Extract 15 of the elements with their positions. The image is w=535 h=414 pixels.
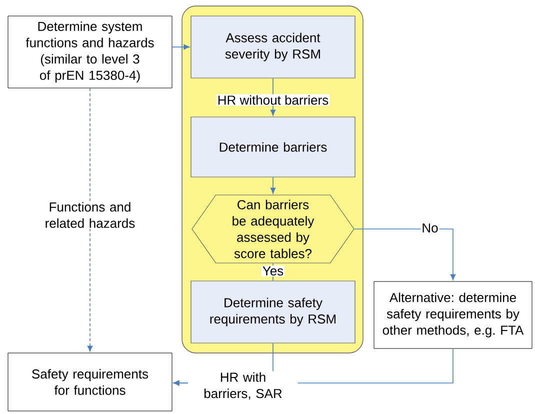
arrow bbox=[354, 228, 456, 280]
process-box: Safety requirements for functions bbox=[8, 352, 172, 412]
process-box: Assess accident severity by RSM bbox=[190, 16, 356, 78]
edge-label: No bbox=[420, 222, 440, 234]
edge-label: HR without barriers bbox=[216, 94, 330, 106]
arrow bbox=[270, 176, 276, 194]
process-box: Determine system functions and hazards (similar to level 3 of prEN 15380-4) bbox=[8, 16, 172, 88]
edge-label: HR with barriers, SAR bbox=[188, 371, 298, 401]
process-box: Alternative: determine safety requirements by other methods, e.g. FTA bbox=[374, 281, 532, 349]
arrow bbox=[87, 88, 93, 352]
process-box: Determine barriers bbox=[190, 116, 356, 178]
arrow bbox=[172, 44, 190, 50]
decision-hexagon: Can barriers be adequately assessed by score tables? bbox=[192, 194, 354, 264]
process-box: Determine safety requirements by RSM bbox=[190, 280, 356, 344]
edge-label: Functions and related hazards bbox=[39, 201, 141, 229]
